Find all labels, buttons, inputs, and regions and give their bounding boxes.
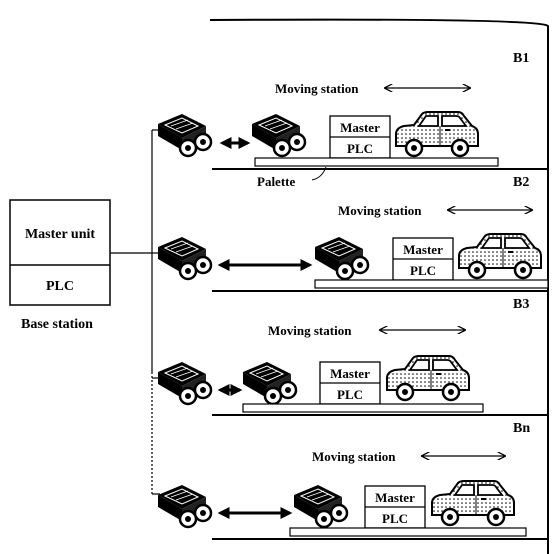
bay-label-bn: Bn bbox=[513, 421, 530, 436]
moving-station-label-b1: Moving station bbox=[275, 81, 359, 96]
row-bn: Bn Moving station Master PLC bbox=[156, 421, 548, 540]
moving-station-label-bn: Moving station bbox=[312, 449, 396, 464]
base-camera-icon-b3 bbox=[156, 360, 213, 406]
wall-right bbox=[209, 18, 549, 554]
row-b3: B3 Moving station Master PLC bbox=[156, 297, 548, 416]
palette-bn bbox=[289, 527, 527, 537]
bus-lines bbox=[110, 129, 160, 495]
moving-station-label-b2: Moving station bbox=[338, 203, 422, 218]
base-camera-icon-b2 bbox=[156, 235, 213, 281]
mobile-camera-icon-b2 bbox=[313, 235, 370, 281]
plc-label-b2: PLC bbox=[410, 263, 436, 278]
master-label-b3: Master bbox=[330, 366, 370, 381]
master-unit-label: Master unit bbox=[25, 227, 95, 242]
base-station-caption: Base station bbox=[21, 317, 93, 332]
plc-label-b3: PLC bbox=[337, 387, 363, 402]
plc-label-b1: PLC bbox=[347, 141, 373, 156]
bay-label-b2: B2 bbox=[513, 175, 529, 190]
row-b1: B1 Moving station Master PLC Palette bbox=[156, 51, 548, 189]
base-camera-icon-bn bbox=[156, 483, 213, 529]
bay-label-b1: B1 bbox=[513, 51, 529, 66]
base-plc-label: PLC bbox=[46, 279, 74, 294]
master-label-b1: Master bbox=[340, 120, 380, 135]
master-label-b2: Master bbox=[403, 242, 443, 257]
palette-b2 bbox=[314, 279, 549, 289]
row-b2: B2 Moving station Master PLC bbox=[156, 175, 549, 292]
mobile-camera-icon-b3 bbox=[241, 360, 298, 406]
car-icon-b2 bbox=[457, 232, 543, 280]
mobile-camera-icon-b1 bbox=[250, 112, 307, 158]
car-icon-b3 bbox=[385, 354, 471, 402]
moving-station-label-b3: Moving station bbox=[268, 323, 352, 338]
base-station: Master unit PLC Base station bbox=[9, 199, 111, 332]
palette-b3 bbox=[242, 403, 484, 413]
car-icon-bn bbox=[430, 479, 516, 527]
master-label-bn: Master bbox=[375, 490, 415, 505]
car-icon-b1 bbox=[394, 110, 480, 158]
palette-b1 bbox=[254, 157, 499, 167]
plc-label-bn: PLC bbox=[382, 511, 408, 526]
mobile-camera-icon-bn bbox=[292, 483, 349, 529]
palette-pointer bbox=[311, 166, 327, 181]
bay-label-b3: B3 bbox=[513, 297, 529, 312]
base-camera-icon-b1 bbox=[156, 112, 213, 158]
palette-label: Palette bbox=[257, 174, 295, 189]
